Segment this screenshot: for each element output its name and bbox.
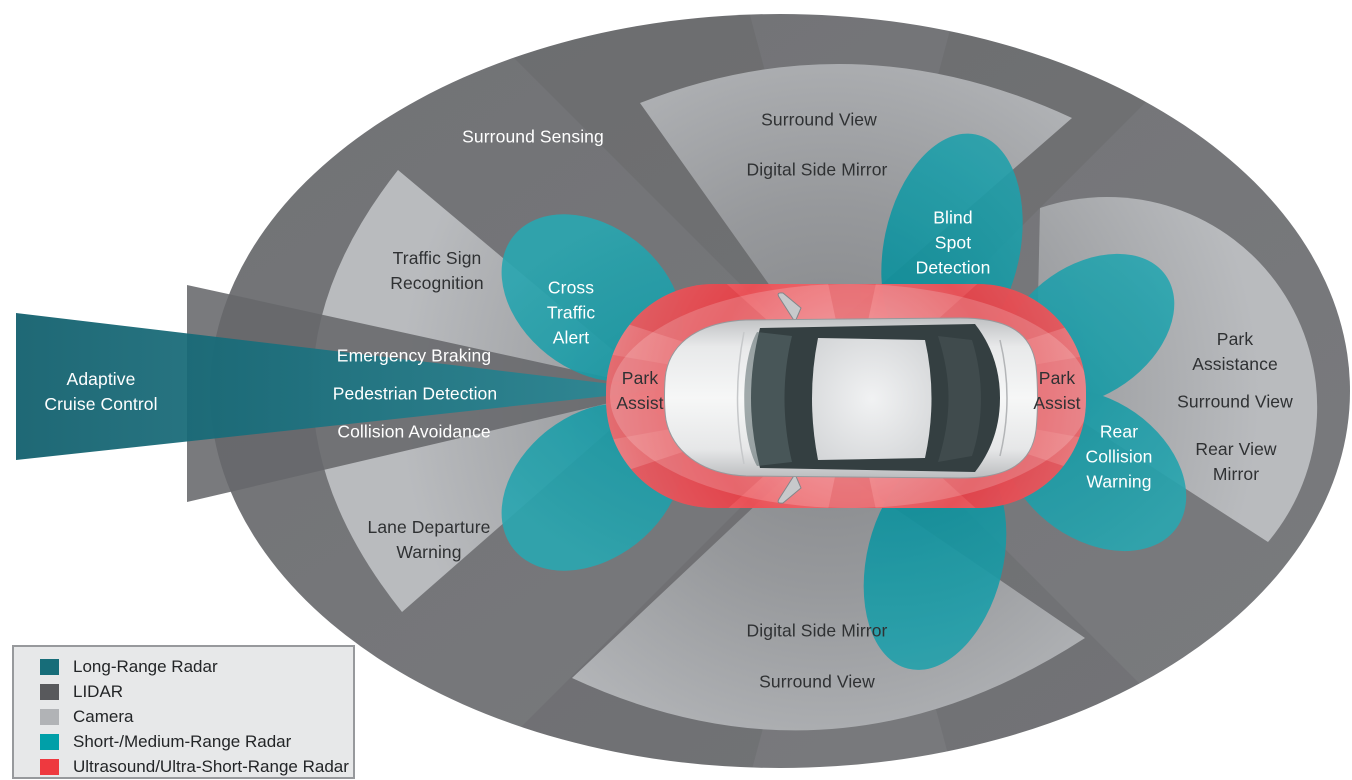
- legend-chip-long-range-radar: [40, 658, 59, 675]
- legend-item-short-medium-range-radar: Short-/Medium-Range Radar: [40, 729, 353, 754]
- car-rear-window: [938, 336, 981, 462]
- legend-label-ultrasound: Ultrasound/Ultra-Short-Range Radar: [73, 756, 349, 776]
- car-hood-line: [736, 331, 745, 465]
- legend-chip-camera: [40, 708, 59, 725]
- sensor-legend: Long-Range Radar LIDAR Camera Short-/Med…: [12, 645, 355, 779]
- zone-camera-bottom-view: [572, 452, 1085, 731]
- car-mirror-top: [777, 292, 802, 324]
- legend-item-ultrasound: Ultrasound/Ultra-Short-Range Radar: [40, 754, 353, 779]
- zone-long-range-radar: [16, 313, 662, 460]
- legend-chip-short-medium-range-radar: [40, 733, 59, 750]
- legend-item-lidar: LIDAR: [40, 679, 353, 704]
- car-trunk-line: [999, 339, 1008, 457]
- legend-item-camera: Camera: [40, 704, 353, 729]
- legend-label-long-range-radar: Long-Range Radar: [73, 656, 218, 676]
- legend-label-camera: Camera: [73, 706, 134, 726]
- car-roof: [812, 338, 932, 460]
- legend-chip-lidar: [40, 683, 59, 700]
- legend-label-lidar: LIDAR: [73, 681, 124, 701]
- car-top-view: [664, 292, 1038, 504]
- legend-item-long-range-radar: Long-Range Radar: [40, 654, 353, 679]
- car-windshield: [744, 332, 792, 466]
- legend-chip-ultrasound: [40, 758, 59, 775]
- car-mirror-bottom: [777, 472, 802, 504]
- legend-label-short-medium-range-radar: Short-/Medium-Range Radar: [73, 731, 292, 751]
